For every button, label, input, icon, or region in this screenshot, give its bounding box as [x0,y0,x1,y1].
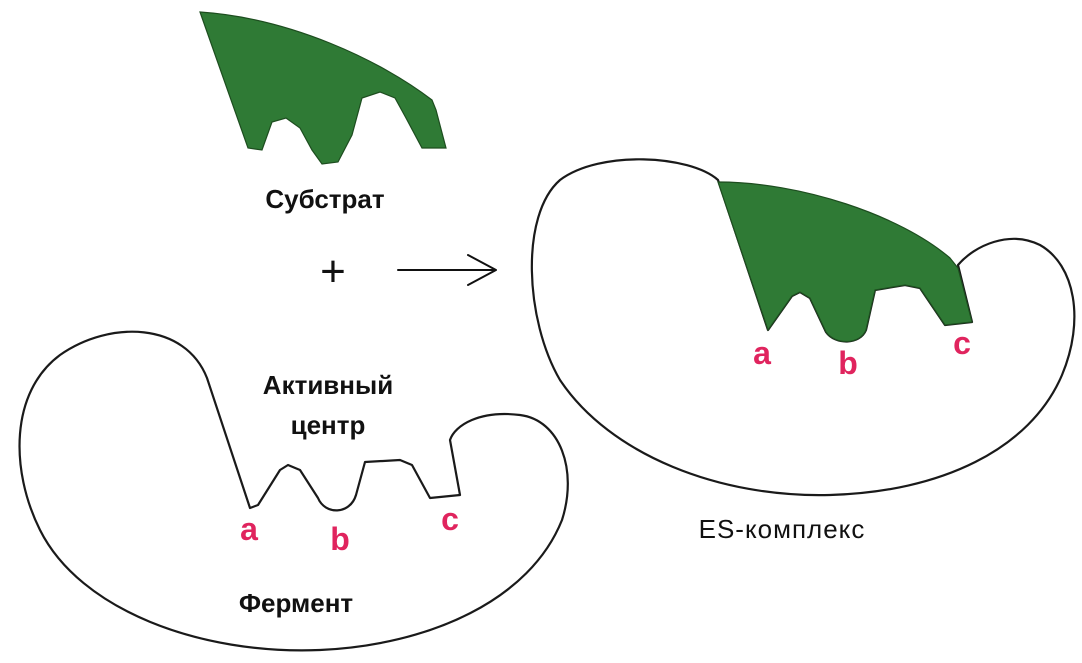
substrate-shape [200,12,446,164]
es-site-b-label: b [838,345,858,381]
active-center-label-line1: Активный [263,370,393,400]
plus-sign: + [320,247,346,296]
substrate-label: Субстрат [265,184,384,214]
enzyme-site-c-label: c [441,501,459,537]
reaction-arrow-icon [398,255,496,285]
enzyme-site-b-label: b [330,521,350,557]
enzyme-site-a-label: a [240,511,258,547]
enzyme-label: Фермент [239,588,354,618]
es-complex-label: ES-комплекс [699,514,866,544]
es-site-c-label: c [953,325,971,361]
active-center-label-line2: центр [291,410,366,440]
es-site-a-label: a [753,335,771,371]
es-complex-shape [532,159,1075,495]
substrate-body [200,12,446,164]
